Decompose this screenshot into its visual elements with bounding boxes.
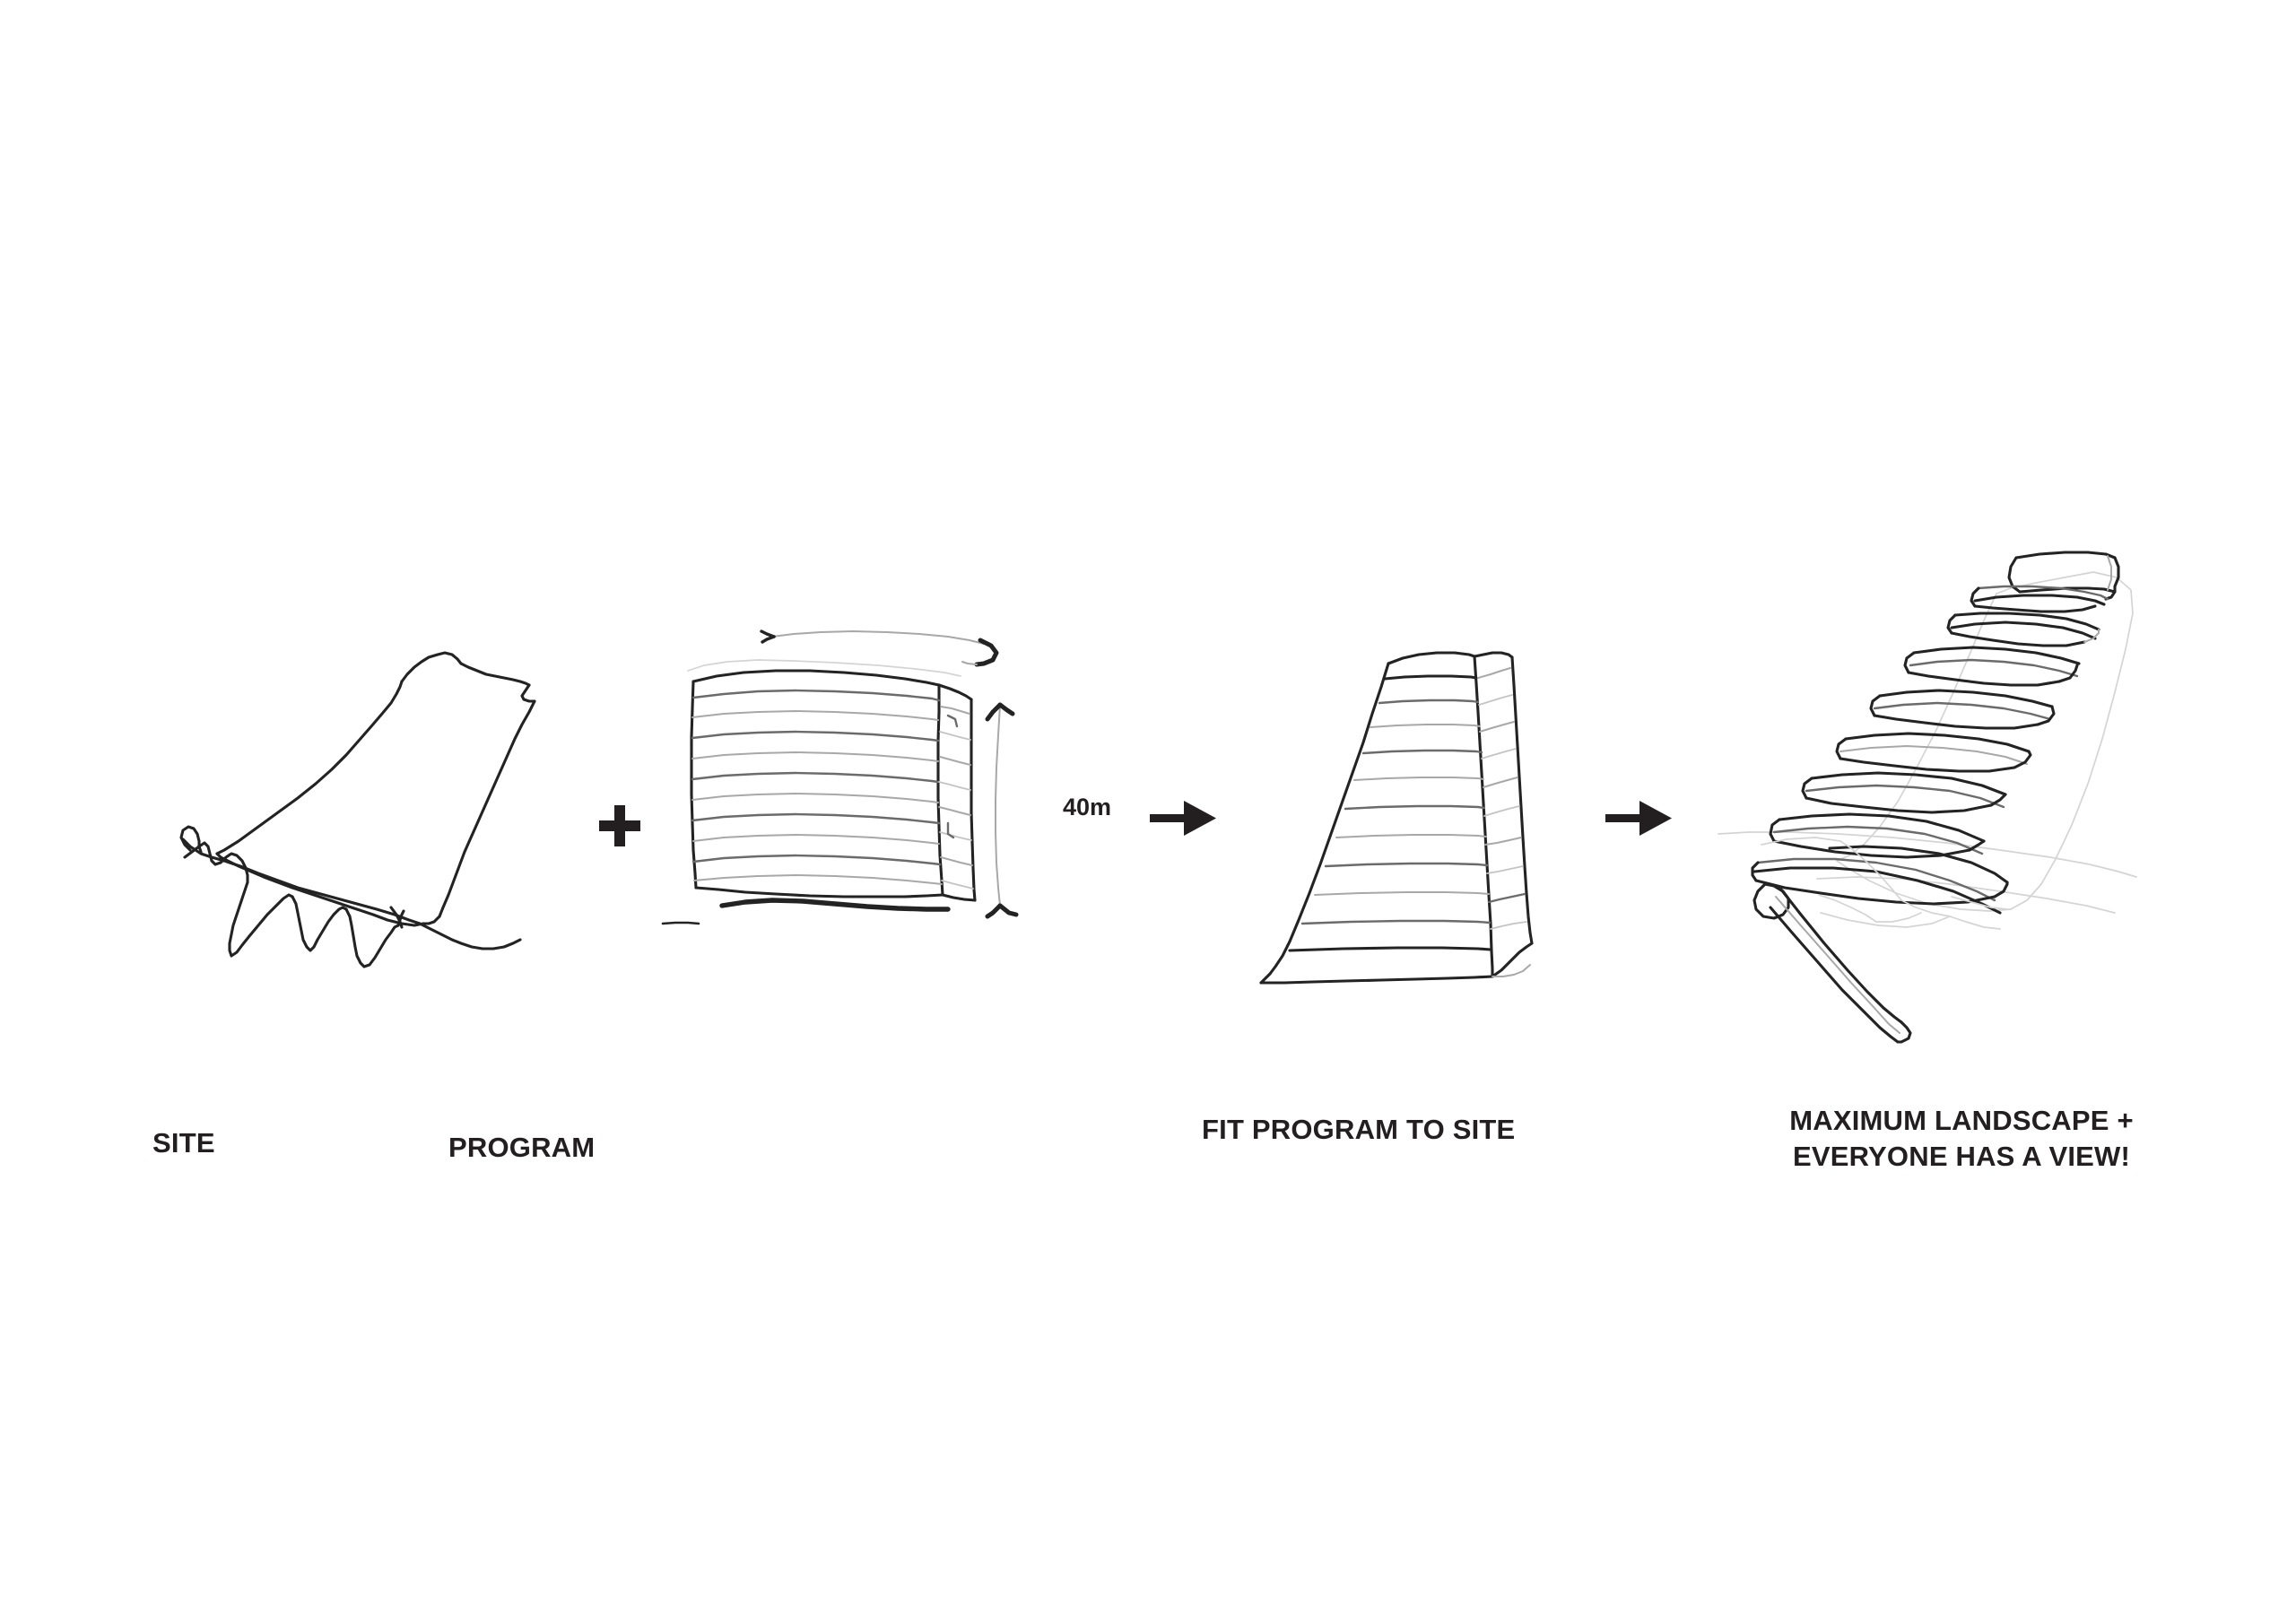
tapered-wedge-stack-sketch bbox=[1259, 651, 1534, 985]
arrow-operator-1 bbox=[1150, 794, 1220, 844]
caption-fit-program-to-site: FIT PROGRAM TO SITE bbox=[1202, 1114, 1516, 1145]
caption-site: SITE bbox=[152, 1127, 215, 1159]
sloping-site-hillside-sketch bbox=[179, 651, 536, 968]
arrow-right-icon bbox=[1150, 801, 1216, 836]
panel-fit-program-to-site: FIT PROGRAM TO SITE bbox=[1202, 628, 1587, 1145]
caption-maximum-landscape: MAXIMUM LANDSCAPE + EVERYONE HAS A VIEW! bbox=[1789, 1105, 2134, 1172]
rotated-terraced-slabs-sketch bbox=[1718, 551, 2137, 1044]
arrow-right-icon bbox=[1605, 801, 1672, 836]
arrow-operator-2 bbox=[1605, 794, 1675, 844]
panel-site: SITE bbox=[152, 628, 565, 1159]
panel-maximum-landscape: MAXIMUM LANDSCAPE + EVERYONE HAS A VIEW! bbox=[1718, 538, 2197, 1172]
height-dimension-label: 40m bbox=[1063, 794, 1112, 820]
stacked-slab-block-sketch bbox=[661, 629, 1019, 925]
plus-operator bbox=[596, 803, 643, 849]
plus-icon bbox=[599, 805, 640, 846]
caption-program: PROGRAM bbox=[448, 1132, 596, 1163]
panel-program: PROGRAM bbox=[448, 619, 1090, 1163]
